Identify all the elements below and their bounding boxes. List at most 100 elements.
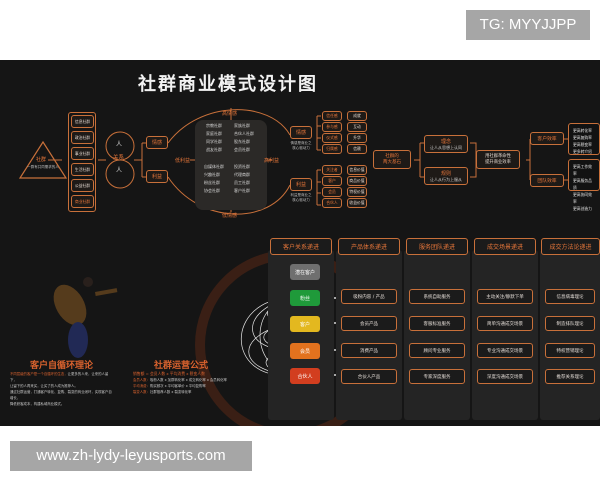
stage-potential: 潜在客户 (290, 264, 320, 280)
diagram-title: 社群商业模式设计图 (138, 74, 318, 95)
quadrant-item: 宗教社群 (206, 123, 222, 128)
goal-node: 用社群革命性 提升商业效率 (476, 150, 520, 169)
column-header-service: 服务团队递进 (406, 238, 468, 255)
cycle-line: 让留下的人再来买，让买了的人成为推荐人。 (10, 383, 115, 389)
deal-scene-item: 简单沟通成交场景 (477, 316, 533, 331)
people-venn (105, 131, 135, 189)
deal-scene-item: 专业沟通成交场景 (477, 343, 533, 358)
deal-scene-item: 深度沟通成交场景 (477, 369, 533, 384)
list-item: 更多转介绍 (573, 149, 592, 154)
community-type: 事业社群 (71, 147, 94, 160)
service-item: 系统自助服务 (409, 289, 465, 304)
community-sub: 一群有共同需求的人 (27, 165, 59, 169)
column-header-customer: 客户关系递进 (270, 238, 332, 255)
column-panel (472, 250, 538, 420)
community-triangle (18, 140, 68, 179)
rule-node: 规则 让人从行为上服从 (424, 167, 468, 185)
service-item: 客服标准服务 (409, 316, 465, 331)
community-type: 商业社群 (71, 195, 94, 208)
quadrant-item: 战友社群 (206, 147, 222, 152)
methodology-item: 制造排队理论 (545, 316, 595, 331)
person-top: 人 (116, 141, 123, 148)
stage-fan: 粉丝 (290, 290, 320, 306)
quadrant-item: 投资社群 (234, 164, 250, 169)
stage-customer: 客户 (290, 316, 320, 332)
customer-efficiency-node: 客户效率 (530, 132, 564, 145)
list-item: 更高协同效率 (573, 192, 592, 204)
rule-label: 规则 (440, 170, 451, 177)
interest-pair-left: 合伙人 (322, 198, 342, 208)
interest-bond: 利益 (146, 170, 168, 183)
quadrant-item: 同学社群 (206, 139, 222, 144)
cycle-line-text: 通过社群运营，打通客户转化、复购、裂变的商业闭环，实现客户自增长， (10, 390, 112, 400)
interest-pair-left: 客户 (322, 176, 342, 186)
cycle-line: 不同层级的客户是一个自循环的生态，让更多的人来，让来的人留下， (10, 371, 115, 383)
column-panel (404, 250, 470, 420)
axis-high-interest: 高利益 (264, 158, 280, 164)
concept-label: 理念 (440, 138, 451, 145)
quadrant-bottom-right: 投资社群 代理商群 员工社群 客户社群 (234, 163, 250, 195)
stage-member: 会员 (290, 343, 320, 359)
service-item: 专家深度服务 (409, 369, 465, 384)
column-panel (540, 250, 600, 420)
quadrant-item: 自媒体社群 (204, 164, 224, 169)
person-bottom: 人 (116, 167, 123, 174)
watermark-top: TG: MYYJJPP (466, 10, 590, 40)
cycle-line-text: 让留下的人再来买，让买了的人成为推荐人。 (10, 384, 78, 388)
community-label: 社群 (36, 157, 47, 163)
quadrant-item: 代理商群 (234, 172, 250, 177)
formula-line-text: 吸粉人数 x 加群转化率 x 成交转化率 x 会员转化率 (149, 378, 227, 382)
list-item: 更高创造力 (573, 206, 592, 211)
formula-line-label: 会员人数： (133, 378, 150, 382)
community-quadrant (195, 120, 267, 210)
axis-high-emotion: 高情感 (222, 111, 238, 117)
formula-body: 销售额 = 会员人数 x 平均消费 x 裂变人数 会员人数：吸粉人数 x 加群转… (133, 371, 233, 395)
community-type: 信息社群 (71, 115, 94, 128)
formula-line: 平均消费：购买频次 x 平均客单价 x 平均复购率 (133, 383, 233, 389)
emotion-pair-right: 信赖 (347, 144, 367, 154)
deal-scene-item: 主动关注/静默下单 (477, 289, 533, 304)
community-type: 公益社群 (71, 179, 94, 192)
emotion-pair-left: 归属感 (322, 144, 342, 154)
concept-sub: 让人从思想上认同 (430, 144, 462, 150)
emotion-pair-right: 成就 (347, 111, 367, 121)
concept-node: 理念 让人从思想上认同 (424, 135, 468, 153)
column-header-product: 产品体系递进 (338, 238, 400, 255)
column-panel (336, 250, 402, 420)
interest-pair-right: 信息价值 (347, 165, 367, 175)
emotion-node-sub: 情感是商业之 核心驱动力 (290, 141, 312, 150)
quadrant-item: 客户社群 (234, 188, 250, 193)
team-efficiency-node: 团队效率 (530, 174, 564, 187)
product-item: 消费产品 (341, 343, 397, 358)
formula-line-label: 平均消费： (133, 384, 150, 388)
relationship-label: 关系 (113, 155, 125, 161)
emotion-pair-left: 参与感 (322, 122, 342, 132)
interest-pair-left: 会员 (322, 187, 342, 197)
community-type: 生活社群 (71, 163, 94, 176)
axis-low-emotion: 低情感 (222, 213, 238, 219)
emotion-bond: 情感 (146, 136, 168, 149)
formula-line-text: 购买频次 x 平均客单价 x 平均复购率 (149, 384, 206, 388)
interest-node-sub: 利益是商业之 核心驱动力 (290, 193, 312, 202)
interest-node: 利益 (290, 178, 312, 191)
quadrant-item: 兴趣社群 (204, 172, 220, 177)
emotion-pair-right: 升华 (347, 133, 367, 143)
formula-line: 裂变人数：社群推荐人数 x 裂变转化率 (133, 389, 233, 395)
methodology-item: 推荐关系理论 (545, 369, 595, 384)
methodology-item: 特权营销理论 (545, 343, 595, 358)
cycle-line-text: 让更多的人来，让来的人留下， (10, 372, 109, 382)
column-header-deal-scene: 成交场景递进 (474, 238, 536, 255)
quadrant-item: 会员社群 (234, 147, 250, 152)
formula-line-text: 社群推荐人数 x 裂变转化率 (149, 390, 192, 394)
quadrant-item: 粉丝社群 (204, 180, 220, 185)
formula-line-label: 裂变人数： (133, 390, 150, 394)
interest-pair-right: 特权价值 (347, 187, 367, 197)
team-efficiency-list: 更高工作效率 更高服务品质 更高协同效率 更高创造力 (568, 159, 600, 211)
quadrant-item: 合伙人社群 (234, 131, 254, 136)
customer-efficiency-list: 更高转化率 更高复购率 更高裂变率 更多转介绍 (568, 123, 600, 155)
interest-pair-right: 商品价值 (347, 176, 367, 186)
quadrant-item: 员工社群 (234, 180, 250, 185)
list-item: 更高转化率 (573, 128, 592, 133)
service-item: 顾问专业服务 (409, 343, 465, 358)
formula-line: 会员人数：吸粉人数 x 加群转化率 x 成交转化率 x 会员转化率 (133, 377, 233, 383)
